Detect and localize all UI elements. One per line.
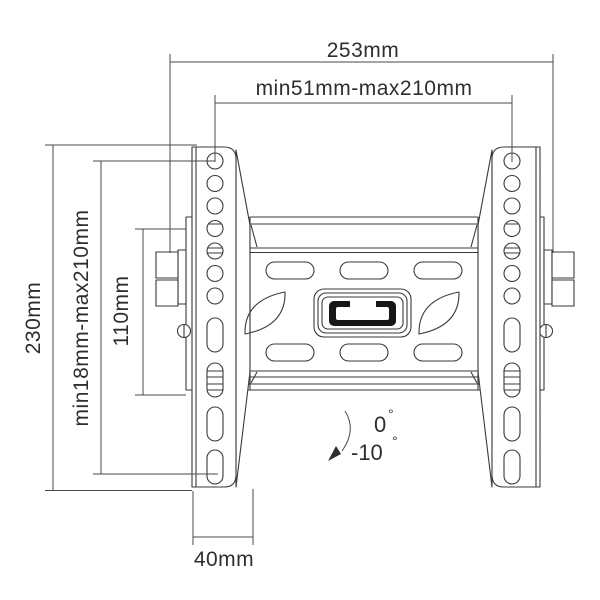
dim-bracket-width: 40mm <box>192 489 254 571</box>
lock-latch-slot <box>336 307 389 320</box>
left-bolt-upper <box>155 251 179 279</box>
pan-slot <box>265 343 315 362</box>
left-bolt-lower <box>155 279 179 307</box>
right-bracket-flange <box>477 149 493 488</box>
dim-overall-height: 230mm <box>22 144 197 491</box>
right-bolt-spacer <box>543 249 553 305</box>
left-vesa-bracket <box>191 146 237 488</box>
pan-slot <box>413 343 463 362</box>
pan-corner-bend <box>250 224 258 248</box>
leaf-cutout-right <box>418 291 460 335</box>
right-bracket-plate <box>491 146 541 488</box>
pan-corner-bend <box>250 371 258 384</box>
pan-slot <box>265 261 315 280</box>
dim-bracket-width-label: 40mm <box>194 548 254 571</box>
tilt-min-label: -10 <box>351 440 383 465</box>
dim-hole-span-height-label: min18mm-max210mm <box>70 210 93 427</box>
lock-latch-tab <box>350 298 376 308</box>
tilt-min-degree: ° <box>392 433 398 449</box>
center-lock <box>313 288 412 338</box>
lock-frame-inner <box>321 296 404 330</box>
left-bracket-flange <box>235 149 251 488</box>
dim-hole-span-height: min18mm-max210mm <box>70 160 218 475</box>
dim-overall-height-label: 230mm <box>22 282 45 355</box>
dim-plate-height-label: 110mm <box>110 276 133 347</box>
tilt-arrow-arc <box>341 410 351 452</box>
dim-hole-span-width-label: min51mm-max210mm <box>256 77 473 100</box>
dim-hole-span-width: min51mm-max210mm <box>214 77 513 162</box>
tilt-annotation: 0 ° -10 ° <box>328 406 398 465</box>
pan-corner-bend <box>470 224 478 248</box>
left-bracket-plate <box>191 146 237 488</box>
pan-slot <box>413 261 463 280</box>
tilt-max-degree: ° <box>388 406 394 422</box>
leaf-cutout-left <box>244 291 286 335</box>
dim-overall-width-label: 253mm <box>327 39 400 62</box>
left-bolt-spacer <box>177 249 187 305</box>
tilt-arrowhead-icon <box>328 446 341 461</box>
dim-overall-width: 253mm <box>169 39 554 253</box>
right-vesa-bracket <box>491 146 541 488</box>
left-side-hardware <box>155 216 197 391</box>
lock-frame-mid <box>317 292 408 334</box>
pan-slot <box>339 343 389 362</box>
dim-plate-height: 110mm <box>110 228 186 396</box>
pan-slot <box>339 261 389 280</box>
right-bolt-lower <box>551 279 575 307</box>
pan-corner-bend <box>470 371 478 384</box>
right-bolt-upper <box>551 251 575 279</box>
tilt-max-label: 0 <box>374 412 386 437</box>
